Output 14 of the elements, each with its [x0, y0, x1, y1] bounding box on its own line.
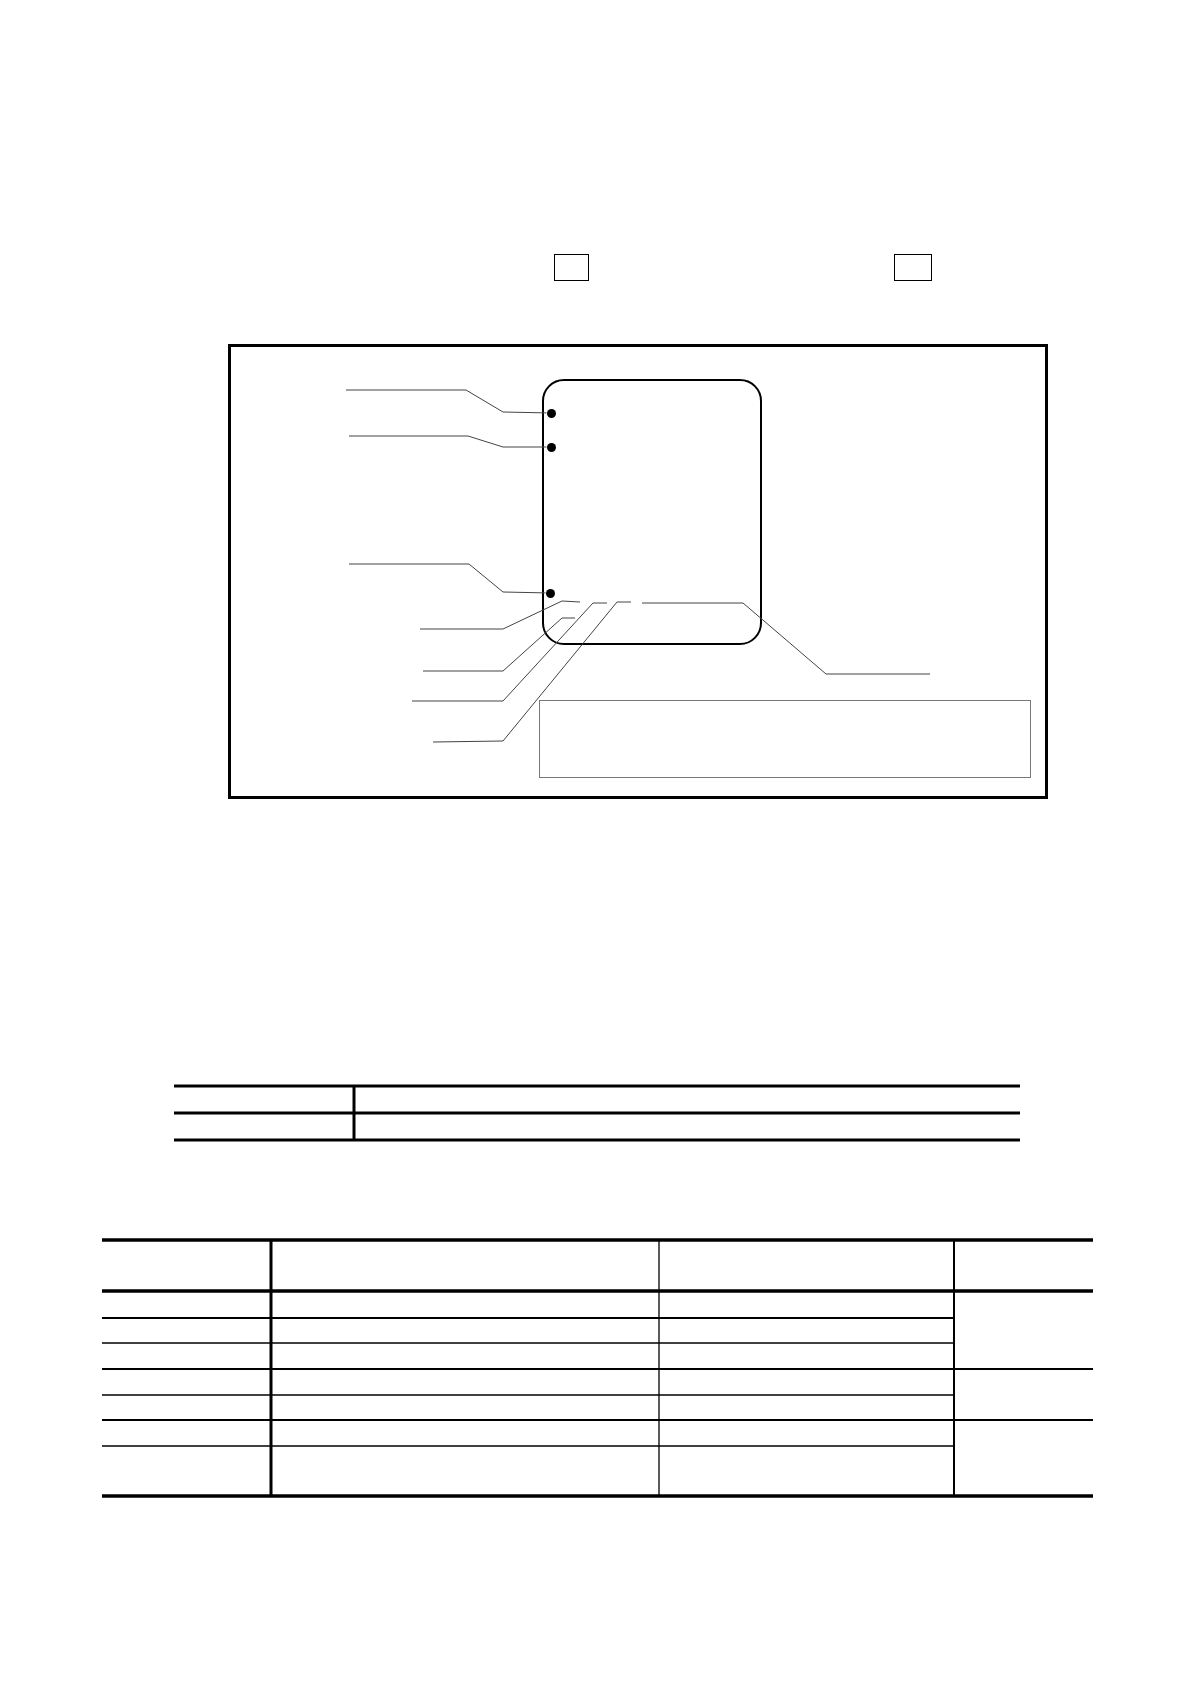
dot-icon [545, 588, 555, 598]
leader-line [641, 602, 931, 675]
leader-line [411, 602, 608, 702]
answer-box [894, 254, 932, 281]
leader-line [345, 389, 547, 414]
leader-line [419, 600, 581, 630]
rounded-outline [542, 379, 762, 645]
dot-icon [546, 442, 556, 452]
answer-box [539, 700, 1031, 778]
leader-line [432, 601, 632, 743]
leader-line [348, 435, 547, 448]
dot-icon [546, 408, 556, 418]
leader-line [422, 617, 576, 672]
answer-box [554, 254, 589, 281]
